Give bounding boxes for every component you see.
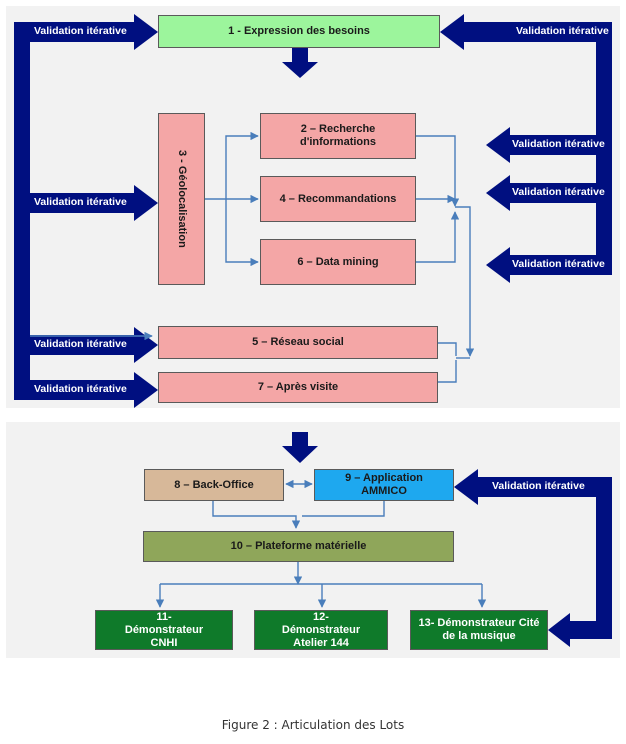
lot12-box: 12- Démonstrateur Atelier 144 <box>254 610 388 650</box>
lot8-box: 8 – Back-Office <box>144 469 284 501</box>
figure-caption: Figure 2 : Articulation des Lots <box>221 718 405 732</box>
lot5-label: 5 – Réseau social <box>252 336 344 348</box>
lot8-label: 8 – Back-Office <box>174 478 254 491</box>
lot7-box: 7 – Après visite <box>158 372 438 403</box>
left-validation-frame <box>14 14 158 408</box>
validation-label: Validation itérative <box>516 25 609 37</box>
lot5-box: 5 – Réseau social <box>158 326 438 359</box>
right-validation-frame <box>440 14 612 283</box>
lot10-label: 10 – Plateforme matérielle <box>230 540 367 552</box>
lot3-box: 3 - Géolocalisation <box>158 113 205 285</box>
lot3-label: 3 - Géolocalisation <box>176 150 188 248</box>
validation-label: Validation itérative <box>492 480 585 492</box>
flow-down-arrows <box>282 48 318 463</box>
lot2-box: 2 – Recherche d'informations <box>260 113 416 159</box>
connectors-top <box>30 131 475 383</box>
validation-label: Validation itérative <box>34 196 127 208</box>
lot9-box: 9 – Application AMMICO <box>314 469 454 501</box>
lot4-label: 4 – Recommandations <box>279 192 397 205</box>
lot4-box: 4 – Recommandations <box>260 176 416 222</box>
validation-label: Validation itérative <box>34 25 127 37</box>
lot11-label: 11- Démonstrateur CNHI <box>124 610 204 649</box>
validation-label: Validation itérative <box>512 138 605 150</box>
validation-label: Validation itérative <box>512 186 605 198</box>
bottom-validation-frame <box>454 469 612 647</box>
lot10-box: 10 – Plateforme matérielle <box>143 531 454 562</box>
lot6-box: 6 – Data mining <box>260 239 416 285</box>
lot1-label: 1 - Expression des besoins <box>228 25 370 37</box>
lot12-label: 12- Démonstrateur Atelier 144 <box>281 610 361 649</box>
lot2-label: 2 – Recherche d'informations <box>300 123 376 148</box>
lot13-box: 13- Démonstrateur Cité de la musique <box>410 610 548 650</box>
validation-label: Validation itérative <box>512 258 605 270</box>
lot9-label: 9 – Application AMMICO <box>345 472 423 497</box>
validation-label: Validation itérative <box>34 383 127 395</box>
connectors-bottom <box>155 479 487 608</box>
lot11-box: 11- Démonstrateur CNHI <box>95 610 233 650</box>
validation-label: Validation itérative <box>34 338 127 350</box>
lot7-label: 7 – Après visite <box>257 381 339 393</box>
lot1-box: 1 - Expression des besoins <box>158 15 440 48</box>
lot6-label: 6 – Data mining <box>297 255 379 268</box>
lot13-label: 13- Démonstrateur Cité de la musique <box>418 617 540 642</box>
